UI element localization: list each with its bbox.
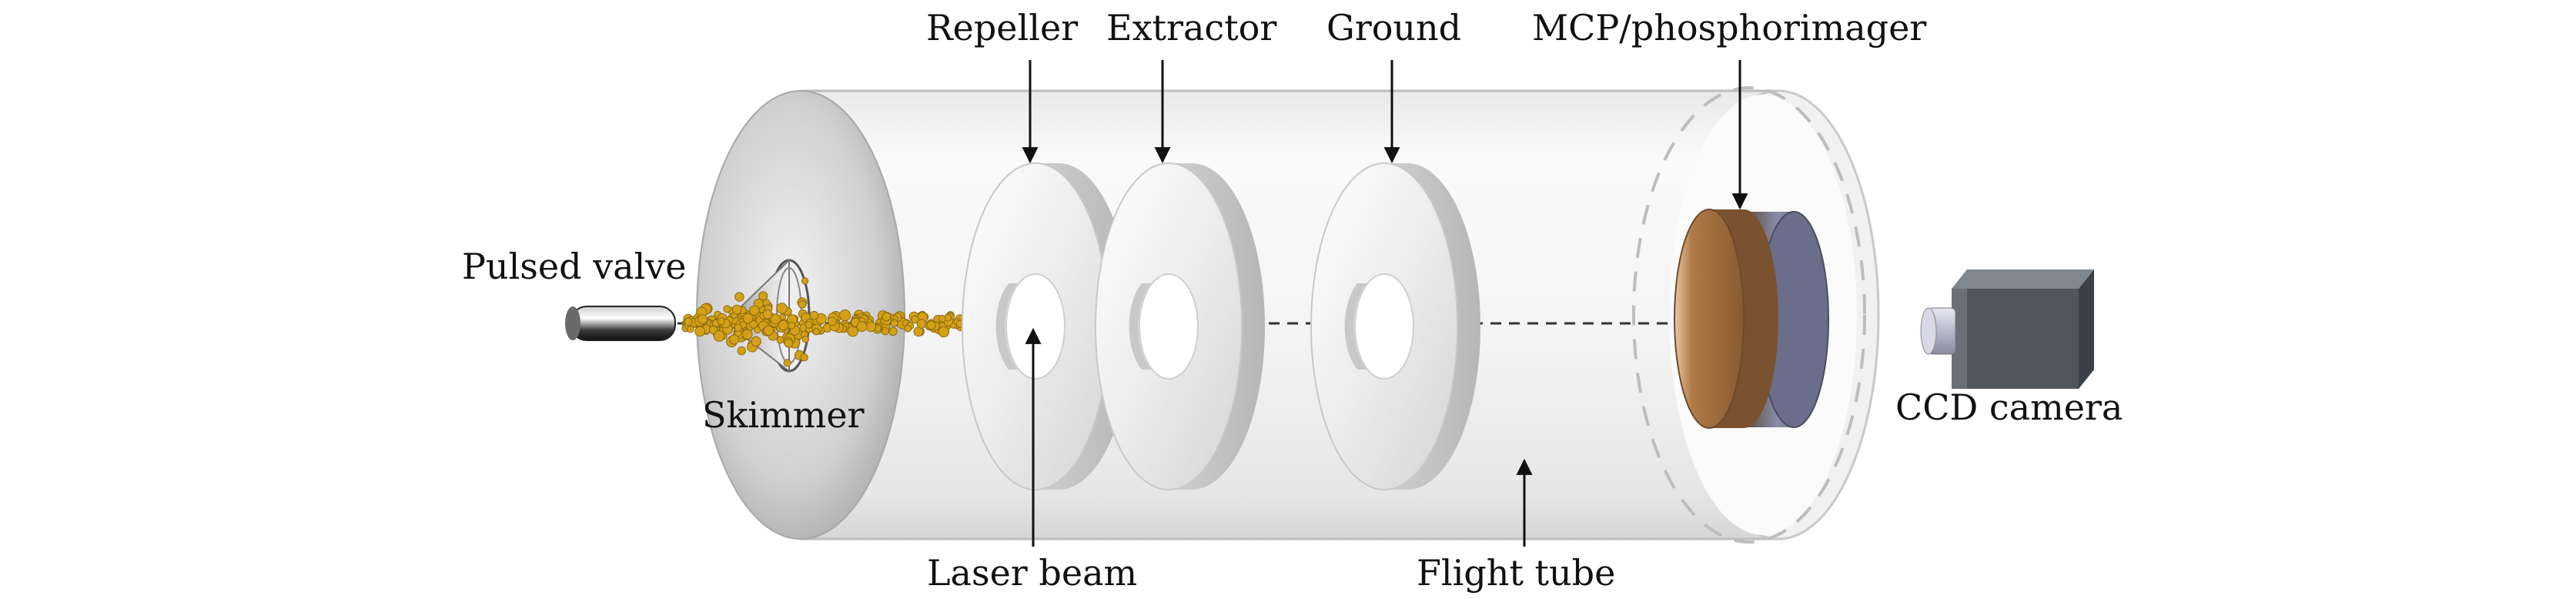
molecule-particle	[758, 291, 768, 301]
molecule-particle	[742, 313, 754, 324]
molecule-particle	[809, 310, 819, 320]
molecule-particle	[856, 321, 868, 333]
molecule-particle	[827, 316, 837, 326]
molecule-particle	[778, 320, 789, 331]
laser-beam-label: Laser beam	[927, 552, 1137, 594]
repeller-label: Repeller	[926, 7, 1078, 49]
molecule-particle	[708, 325, 718, 335]
pulsed-valve	[565, 306, 676, 341]
molecule-particle	[890, 319, 898, 327]
molecule-particle	[734, 292, 744, 302]
molecule-particle	[763, 325, 774, 336]
tube-end-dashed-outline	[1632, 86, 1866, 544]
molecule-particle	[926, 320, 936, 330]
molecule-particle	[742, 329, 753, 340]
molecule-particle	[749, 305, 760, 316]
molecule-particle	[847, 326, 858, 337]
mcp-label: MCP/phosphorimager	[1532, 7, 1926, 49]
ccd-camera-label: CCD camera	[1895, 387, 2123, 428]
molecule-particle	[801, 335, 810, 343]
molecule-particle	[882, 312, 892, 322]
mcp-detector	[1674, 209, 1829, 429]
molecule-particle	[938, 315, 946, 323]
flight-tube-label: Flight tube	[1417, 552, 1615, 594]
label-arrows	[1022, 60, 1748, 547]
molecule-particle	[731, 304, 742, 315]
molecule-particle	[737, 346, 746, 356]
extractor-label: Extractor	[1106, 7, 1276, 49]
molecule-particle	[776, 336, 785, 344]
molecule-particle	[788, 321, 795, 330]
molecule-particle	[728, 334, 740, 345]
skimmer-label: Skimmer	[702, 394, 865, 436]
molecule-particle	[839, 310, 851, 321]
molecule-particle	[798, 300, 807, 309]
molecule-particle	[734, 323, 742, 332]
molecule-particle	[697, 314, 708, 325]
molecule-particle	[751, 336, 761, 347]
molecule-particle	[762, 309, 773, 320]
extractor-plate	[1095, 162, 1265, 490]
molecule-particle	[684, 317, 693, 326]
pulsed-valve-label: Pulsed valve	[462, 246, 687, 287]
molecule-particle	[916, 319, 927, 329]
molecule-particle	[888, 326, 898, 336]
molecule-particle	[911, 315, 919, 324]
molecule-particle	[770, 313, 781, 325]
ground-plate	[1310, 162, 1480, 490]
ccd-camera	[1920, 269, 2094, 389]
molecule-particle	[800, 353, 808, 362]
molecule-particle	[938, 326, 950, 338]
molecule-particle	[717, 317, 725, 326]
molecule-particle	[784, 338, 794, 348]
molecule-particle	[805, 320, 813, 329]
ground-label: Ground	[1326, 7, 1461, 49]
molecule-particle	[694, 326, 705, 337]
molecule-particle	[776, 303, 788, 314]
molecule-particle	[749, 320, 758, 329]
molecule-particle	[904, 324, 912, 333]
molecule-particle	[723, 305, 731, 313]
molecule-particle	[801, 277, 809, 285]
molecule-particle	[812, 328, 820, 336]
molecule-particle	[783, 359, 791, 367]
molecule-particle	[865, 321, 877, 333]
molecule-particle	[713, 330, 725, 342]
